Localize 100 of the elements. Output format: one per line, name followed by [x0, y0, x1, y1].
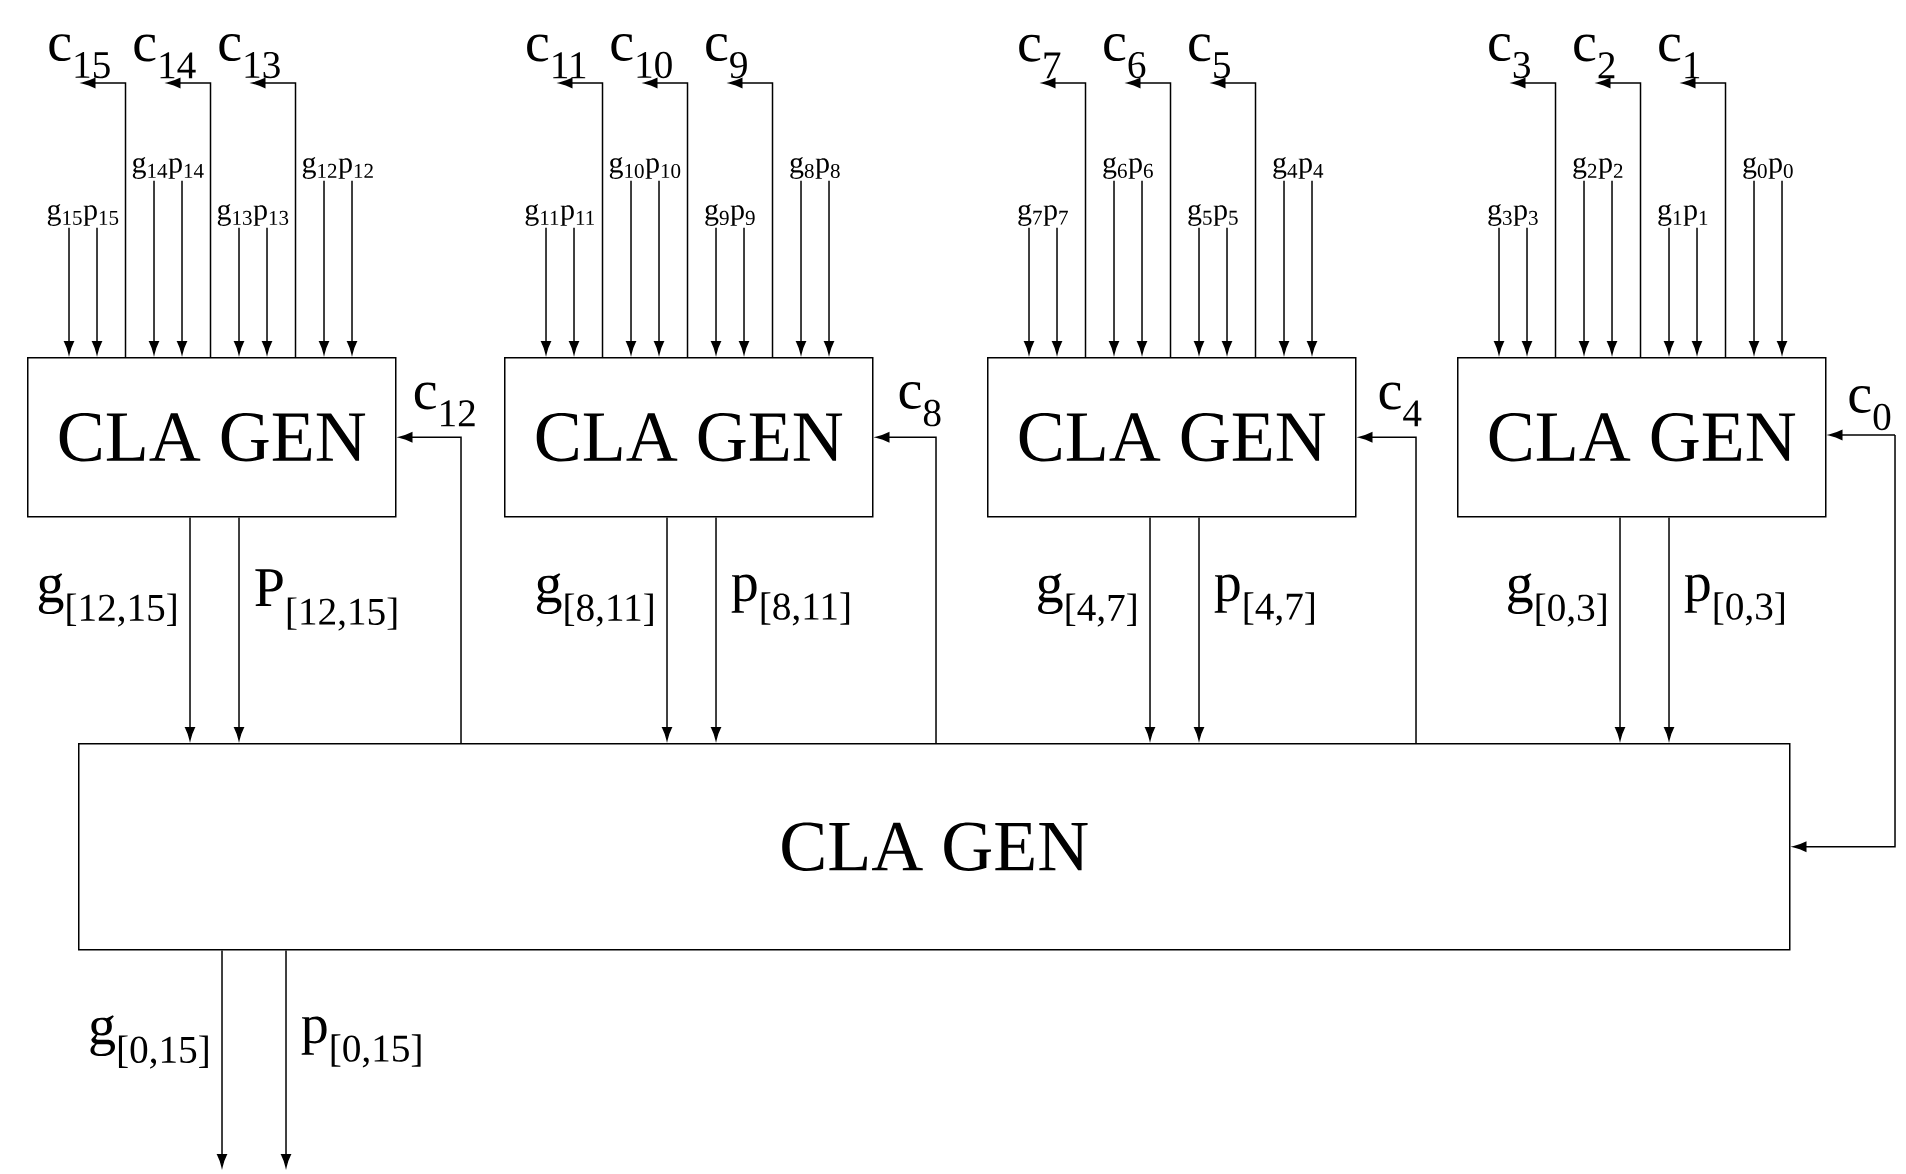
- edge-label: p$_{[0,15]}$: [301, 1016, 421, 1068]
- arrow: [234, 226, 244, 355]
- arrow: [1597, 78, 1642, 358]
- arrow: [185, 516, 195, 741]
- arrow: [1494, 226, 1504, 355]
- signal-label: g$_{5}$p$_{5}$: [1188, 204, 1238, 226]
- arrow: [569, 226, 579, 355]
- cla-gen-box: CLA GEN: [27, 357, 397, 518]
- edge-label: g$_{[0,3]}$: [1508, 573, 1606, 627]
- edge-label: g$_{[8,11]}$: [536, 573, 653, 627]
- edge-label: g$_{[4,7]}$: [1038, 573, 1136, 627]
- arrow: [1194, 226, 1204, 355]
- signal-label: c$_{15}$: [49, 34, 110, 79]
- signal-label: c$_{3}$: [1489, 34, 1530, 79]
- arrow: [654, 179, 664, 355]
- arrow: [1024, 226, 1034, 355]
- arrow: [711, 226, 721, 355]
- arrow: [1137, 179, 1147, 355]
- arrow: [347, 179, 357, 355]
- arrow: [1127, 78, 1172, 358]
- arrow: [1692, 226, 1702, 355]
- signal-label: g$_{6}$p$_{6}$: [1103, 157, 1153, 179]
- arrow: [262, 226, 272, 355]
- edge-label: g$_{[12,15]}$: [38, 573, 176, 627]
- arrow: [1664, 516, 1674, 741]
- signal-label: g$_{13}$p$_{13}$: [217, 204, 289, 226]
- arrow: [1194, 516, 1204, 741]
- arrow: [1664, 226, 1674, 355]
- signal-label: c$_{9}$: [706, 34, 747, 79]
- signal-label: c$_{5}$: [1189, 34, 1230, 79]
- edge-label: c$_{8}$: [899, 381, 941, 427]
- signal-label: g$_{1}$p$_{1}$: [1658, 204, 1708, 226]
- arrow: [177, 179, 187, 355]
- arrow: [1307, 179, 1317, 355]
- arrow: [149, 179, 159, 355]
- signal-label: g$_{12}$p$_{12}$: [302, 157, 373, 179]
- edge-label: P$_{[12,15]}$: [255, 569, 397, 631]
- edge-label: p$_{[0,3]}$: [1684, 574, 1784, 626]
- cla-gen-box: CLA GEN: [78, 743, 1791, 951]
- signal-label: c$_{13}$: [219, 34, 280, 79]
- cla-gen-box: CLA GEN: [1457, 357, 1827, 518]
- arrow: [252, 78, 297, 358]
- signal-label: g$_{0}$p$_{0}$: [1743, 157, 1793, 179]
- arrow: [644, 78, 689, 358]
- signal-label: g$_{4}$p$_{4}$: [1273, 157, 1324, 179]
- arrow: [876, 432, 937, 744]
- arrow: [281, 949, 291, 1168]
- arrow: [92, 226, 102, 355]
- signal-label: g$_{9}$p$_{9}$: [705, 204, 755, 226]
- arrow: [1607, 179, 1617, 355]
- arrow: [1579, 179, 1589, 355]
- edge-label: g$_{[0,15]}$: [90, 1015, 208, 1069]
- arrow: [1512, 78, 1557, 358]
- cla-gen-box: CLA GEN: [987, 357, 1357, 518]
- edge-label: p$_{[8,11]}$: [731, 574, 850, 626]
- cla-gen-box: CLA GEN: [504, 357, 874, 518]
- arrow: [319, 179, 329, 355]
- arrow: [167, 78, 212, 358]
- arrow: [1052, 226, 1062, 355]
- arrow: [64, 226, 74, 355]
- signal-label: c$_{7}$: [1019, 34, 1061, 79]
- arrow: [739, 226, 749, 355]
- arrow: [1793, 434, 1896, 852]
- signal-label: c$_{10}$: [611, 33, 672, 79]
- signal-label: c$_{6}$: [1104, 34, 1146, 79]
- arrow: [824, 179, 834, 355]
- arrow: [796, 179, 806, 355]
- arrow: [82, 78, 127, 358]
- arrow: [1145, 516, 1155, 741]
- arrow: [1615, 516, 1625, 741]
- signal-label: g$_{15}$p$_{15}$: [47, 204, 119, 226]
- signal-label: c$_{1}$: [1659, 34, 1700, 79]
- arrow: [559, 78, 604, 358]
- arrow: [711, 516, 721, 741]
- signal-label: g$_{11}$p$_{11}$: [525, 204, 594, 226]
- arrow: [217, 949, 227, 1168]
- signal-label: g$_{14}$p$_{14}$: [132, 157, 204, 179]
- signal-label: g$_{8}$p$_{8}$: [790, 157, 840, 179]
- arrow: [399, 432, 462, 744]
- arrow: [1359, 432, 1417, 744]
- arrow: [1109, 179, 1119, 355]
- arrow: [1279, 179, 1289, 355]
- signal-label: c$_{0}$: [1849, 385, 1891, 431]
- arrow: [234, 516, 244, 741]
- arrow: [1749, 179, 1759, 355]
- arrow: [1829, 430, 1896, 440]
- signal-label: g$_{3}$p$_{3}$: [1488, 204, 1538, 226]
- arrow: [541, 226, 551, 355]
- arrow: [1222, 226, 1232, 355]
- signal-label: c$_{14}$: [134, 34, 196, 79]
- signal-label: g$_{7}$p$_{7}$: [1018, 204, 1068, 226]
- arrow: [1522, 226, 1532, 355]
- signal-label: c$_{2}$: [1574, 34, 1615, 79]
- signal-label: g$_{10}$p$_{10}$: [609, 157, 681, 179]
- arrow: [729, 78, 774, 358]
- arrow: [1042, 78, 1087, 358]
- signal-label: c$_{11}$: [527, 34, 586, 79]
- arrow: [662, 516, 672, 741]
- arrow: [1682, 78, 1727, 358]
- signal-label: g$_{2}$p$_{2}$: [1573, 157, 1623, 179]
